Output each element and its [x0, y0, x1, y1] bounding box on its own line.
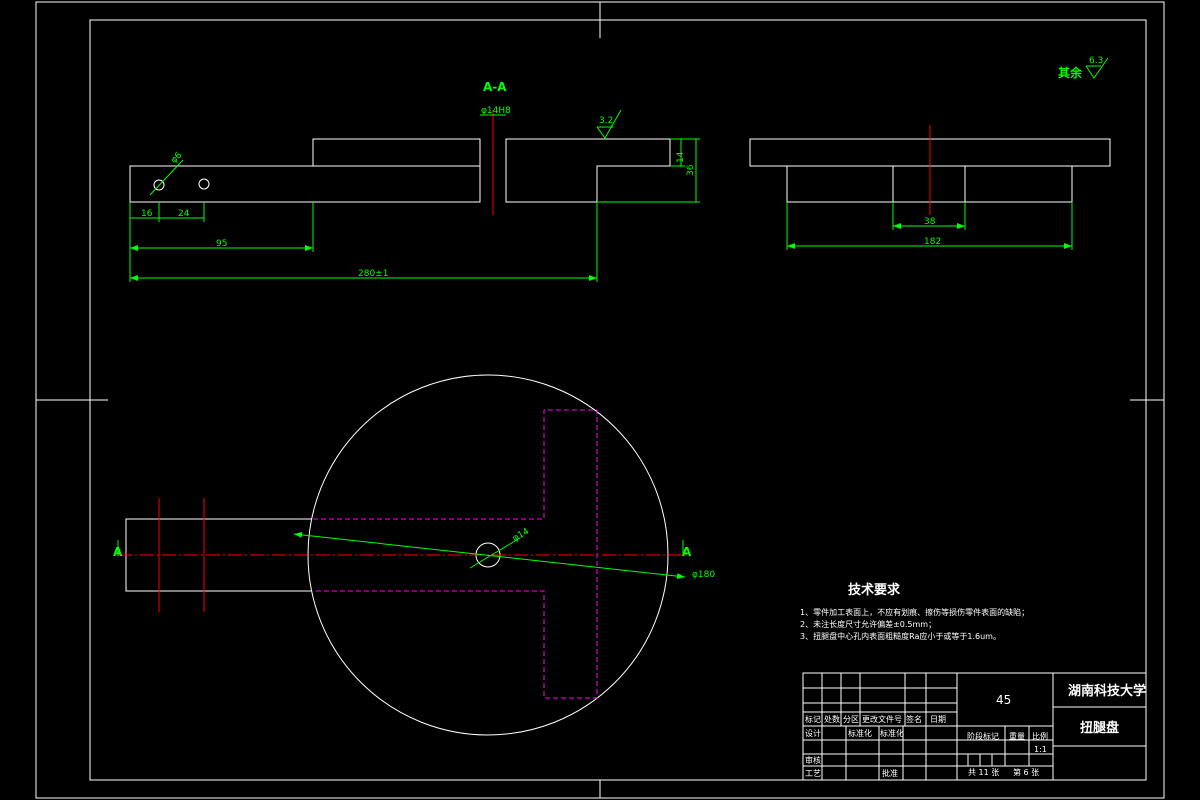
side-view: 38 182: [749, 125, 1111, 250]
svg-text:182: 182: [924, 237, 941, 247]
svg-text:36: 36: [686, 164, 696, 176]
svg-text:标准化: 标准化: [848, 728, 872, 738]
tech-item-1: 1、零件加工表面上，不应有划痕、擦伤等损伤零件表面的缺陷；: [800, 607, 1029, 617]
svg-text:3.2: 3.2: [599, 116, 613, 126]
school-name: 湖南科技大学: [1068, 683, 1146, 699]
svg-text:设计: 设计: [805, 728, 821, 738]
svg-text:38: 38: [924, 217, 936, 227]
section-view: A-A 3.2 φ14H8 φ6 16 24 95 280±1: [129, 80, 700, 282]
material: 45: [996, 693, 1011, 707]
svg-text:比例: 比例: [1032, 731, 1048, 741]
section-hatch-right: [505, 138, 671, 203]
roughness-remaining: 其余 6.3: [1058, 56, 1109, 80]
svg-text:24: 24: [178, 209, 190, 219]
svg-text:φ180: φ180: [692, 570, 715, 580]
svg-text:日期: 日期: [930, 715, 946, 724]
svg-text:其余: 其余: [1058, 65, 1083, 80]
svg-text:审核: 审核: [805, 755, 821, 765]
hidden-slot: [313, 409, 598, 699]
svg-text:16: 16: [141, 209, 153, 219]
svg-text:重量: 重量: [1009, 731, 1025, 741]
svg-text:标准化: 标准化: [880, 728, 904, 738]
svg-text:共 11 张: 共 11 张: [968, 768, 999, 777]
tech-item-2: 2、未注长度尺寸允许偏差±0.5mm；: [800, 619, 936, 629]
svg-text:6.3: 6.3: [1089, 56, 1103, 66]
tech-item-3: 3、扭腿盘中心孔内表面粗糙度Ra应小于或等于1.6um。: [800, 631, 1001, 641]
part-name: 扭腿盘: [1080, 720, 1119, 736]
svg-text:标记: 标记: [805, 714, 821, 724]
small-hole-dim: φ6: [169, 150, 185, 166]
section-hatch-top: [312, 138, 481, 167]
svg-text:1:1: 1:1: [1034, 745, 1047, 754]
svg-text:阶段标记: 阶段标记: [967, 731, 999, 741]
tech-title: 技术要求: [848, 582, 901, 598]
small-hole-2: [198, 178, 210, 190]
title-block: 标记 处数 分区 更改文件号 签名 日期 设计 标准化 标准化 审核 工艺 批准…: [802, 672, 1147, 781]
svg-text:95: 95: [216, 239, 227, 249]
svg-text:φ14: φ14: [511, 527, 531, 544]
technical-requirements: 技术要求 1、零件加工表面上，不应有划痕、擦伤等损伤零件表面的缺陷； 2、未注长…: [800, 582, 1029, 641]
svg-text:A: A: [682, 545, 692, 559]
section-label: A-A: [483, 80, 507, 94]
svg-text:批准: 批准: [882, 768, 898, 778]
svg-text:分区: 分区: [843, 715, 859, 724]
svg-text:14: 14: [676, 151, 686, 163]
sheet-border: [35, 1, 1165, 799]
svg-text:280±1: 280±1: [358, 269, 388, 279]
bore-dim: φ14H8: [481, 106, 511, 116]
svg-text:签名: 签名: [906, 714, 922, 724]
svg-text:第 6 张: 第 6 张: [1013, 767, 1039, 777]
section-hatch-left: [129, 165, 481, 203]
svg-text:更改文件号: 更改文件号: [862, 714, 902, 724]
small-hole-1: [153, 179, 165, 191]
plan-view: φ14 φ180 A A: [113, 374, 715, 736]
roughness-symbol-top: [596, 109, 622, 139]
svg-text:A: A: [113, 545, 123, 559]
svg-text:处数: 处数: [824, 714, 840, 724]
svg-text:工艺: 工艺: [805, 769, 821, 778]
